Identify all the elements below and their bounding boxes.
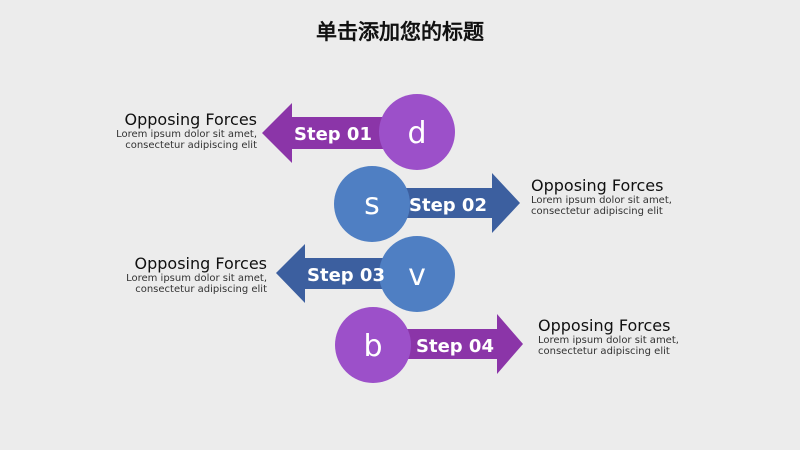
step-03-heading: Opposing Forces [134, 254, 267, 273]
step-01-arrow [262, 103, 412, 163]
step-03-body-line2: consectetur adipiscing elit [135, 284, 267, 295]
step-01-letter: d [407, 116, 426, 151]
step-04-letter: b [363, 329, 382, 364]
step-03-circle [379, 236, 455, 312]
step-04-heading: Opposing Forces [538, 316, 671, 335]
step-04-body-line1: Lorem ipsum dolor sit amet, [538, 335, 679, 346]
step-03-body-line1: Lorem ipsum dolor sit amet, [126, 273, 267, 284]
step-01-body-line1: Lorem ipsum dolor sit amet, [116, 129, 257, 140]
step-01-text: Opposing Forces Lorem ipsum dolor sit am… [116, 110, 257, 151]
step-01-circle [379, 94, 455, 170]
step-02-arrow [372, 173, 520, 233]
step-01-heading: Opposing Forces [124, 110, 257, 129]
step-02-label: Step 02 [409, 195, 487, 216]
step-03-label: Step 03 [307, 265, 385, 286]
step-02-heading: Opposing Forces [531, 176, 664, 195]
step-01-label: Step 01 [294, 124, 372, 145]
page-title: 单击添加您的标题 [316, 20, 484, 44]
step-03-arrow [276, 244, 412, 303]
step-02-text: Opposing Forces Lorem ipsum dolor sit am… [531, 176, 672, 217]
step-02-body-line2: consectetur adipiscing elit [531, 206, 663, 217]
step-04-circle [335, 307, 411, 383]
step-03-letter: v [408, 258, 426, 293]
step-04-label: Step 04 [416, 336, 494, 357]
step-02-body-line1: Lorem ipsum dolor sit amet, [531, 195, 672, 206]
step-04-body-line2: consectetur adipiscing elit [538, 346, 670, 357]
step-03-text: Opposing Forces Lorem ipsum dolor sit am… [126, 254, 267, 295]
step-04-arrow [372, 314, 523, 374]
step-02-letter: s [364, 187, 380, 222]
step-01-body-line2: consectetur adipiscing elit [125, 140, 257, 151]
step-04-text: Opposing Forces Lorem ipsum dolor sit am… [538, 316, 679, 357]
step-02-circle [334, 166, 410, 242]
